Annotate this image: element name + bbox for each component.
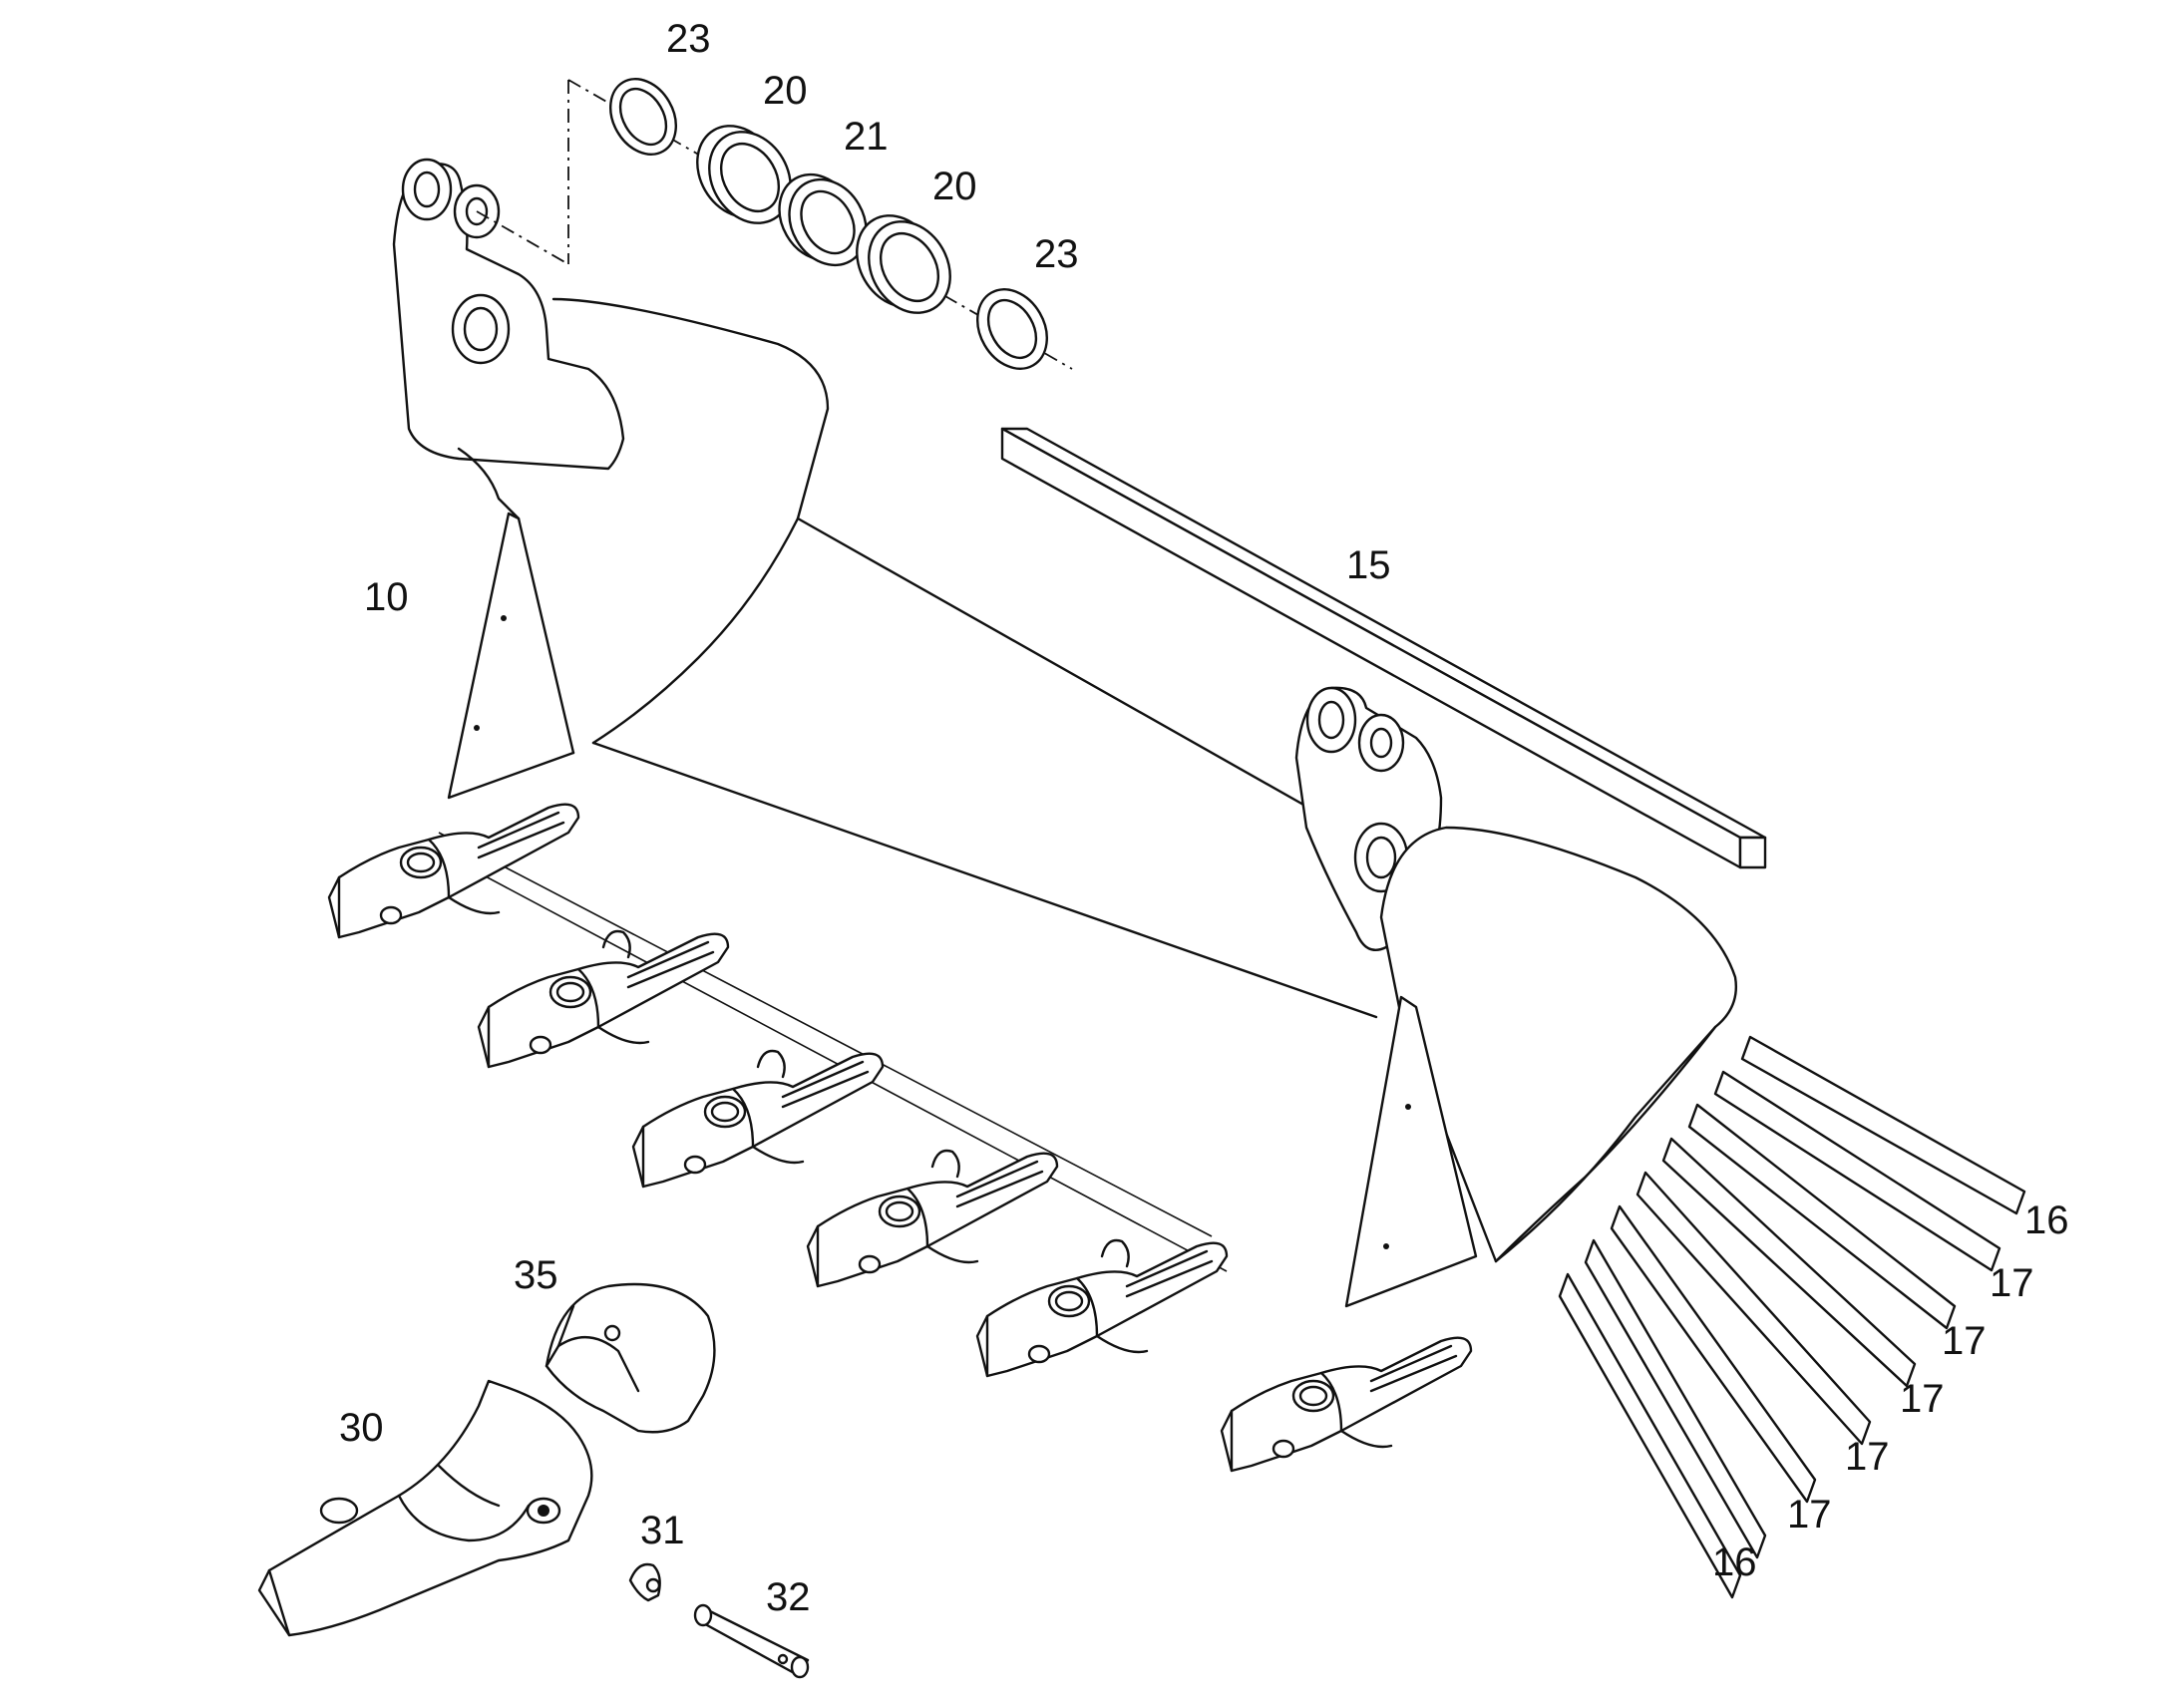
- label-23-right: 23: [1034, 232, 1079, 276]
- cutter-plate: [1661, 1137, 1917, 1388]
- label-30: 30: [339, 1406, 384, 1450]
- cutter-plate: [1687, 1103, 1957, 1330]
- cutter-plate: [1584, 1238, 1767, 1559]
- label-17-c: 17: [1900, 1377, 1945, 1421]
- label-17-b: 17: [1942, 1319, 1987, 1363]
- label-20-left: 20: [763, 69, 808, 113]
- label-31: 31: [640, 1509, 685, 1552]
- label-23-left: 23: [666, 17, 711, 61]
- bucket-tooth: [975, 1238, 1229, 1378]
- label-17-a: 17: [1990, 1261, 2034, 1305]
- cutter-plate: [1713, 1070, 2001, 1272]
- bucket-tooth: [1220, 1336, 1473, 1473]
- cutter-plate: [1740, 1035, 2026, 1215]
- pin: [693, 1603, 810, 1679]
- tooth-loose: [257, 1379, 593, 1637]
- label-10: 10: [364, 575, 409, 619]
- bucket-tooth: [327, 803, 580, 939]
- bucket-tooth: [631, 1049, 885, 1189]
- label-20-right: 20: [932, 165, 977, 208]
- bucket-teeth: [327, 803, 1473, 1473]
- label-17-e: 17: [1787, 1493, 1832, 1537]
- cutter-plate: [1610, 1204, 1817, 1504]
- label-32: 32: [766, 1575, 811, 1619]
- wear-strip: [1000, 427, 1767, 869]
- label-16-bottom: 16: [1712, 1540, 1757, 1584]
- bucket-tooth: [806, 1149, 1059, 1288]
- cutter-plate: [1558, 1272, 1742, 1599]
- label-17-d: 17: [1845, 1435, 1890, 1479]
- cutter-plate: [1635, 1171, 1872, 1446]
- label-21: 21: [844, 115, 889, 159]
- bucket-tooth: [477, 929, 730, 1069]
- bucket-body: [392, 158, 1737, 1308]
- retainer: [628, 1562, 661, 1602]
- pin-hardware: [476, 78, 1073, 370]
- adapter-cover: [545, 1282, 716, 1434]
- label-35: 35: [514, 1253, 558, 1297]
- label-15: 15: [1346, 543, 1391, 587]
- label-16-top: 16: [2024, 1198, 2069, 1242]
- side-cutter-plates: [1558, 1035, 2026, 1599]
